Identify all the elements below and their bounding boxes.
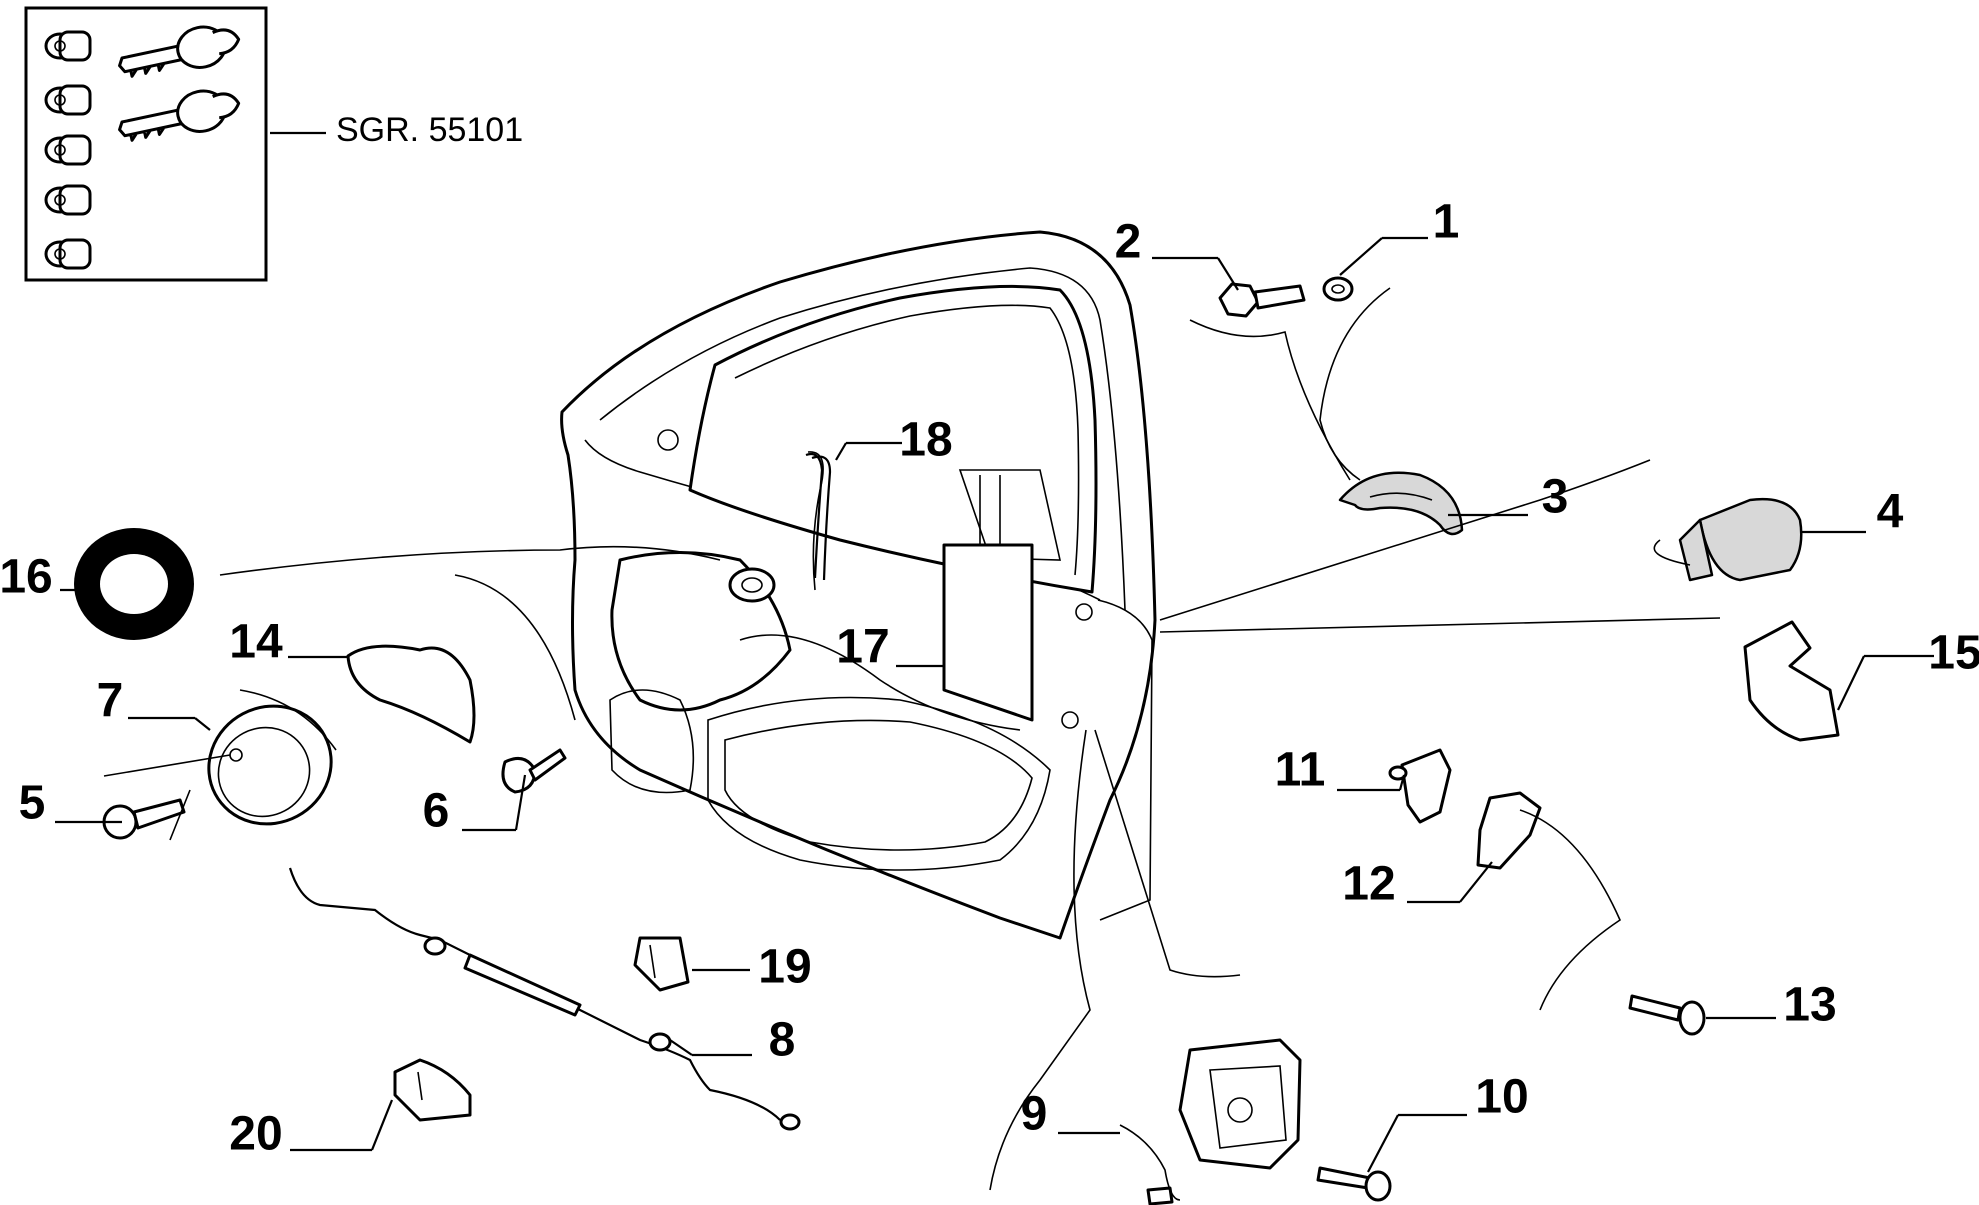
guide-line-door-4 [1159,459,1651,621]
inset-reference-label: SGR. 55101 [336,111,523,149]
screw-part-13 [1628,994,1706,1036]
guide-line-14 [454,574,576,721]
clip-part-20 [393,1058,472,1122]
key-icon [118,25,241,142]
callout-7: 7 [97,675,124,728]
lock-set-inset: SGR. 55101 [24,6,523,282]
rod-cable-part [288,867,801,1131]
callout-labels: 1 2 3 4 5 6 7 8 9 10 11 12 13 14 15 16 1… [0,196,1979,1161]
callout-12: 12 [1342,858,1395,911]
door-check-part [1338,471,1464,536]
bracket-part [1743,620,1840,742]
lock-cylinder-icon [44,30,92,270]
washer-part [1322,276,1354,302]
handle-bezel-part [207,689,337,826]
guide-line-door-9 [989,729,1091,1191]
hose-part-18 [805,452,832,581]
callout-11: 11 [1275,744,1326,797]
hex-bolt-part [1218,282,1306,318]
callout-3: 3 [1542,471,1569,524]
callout-16: 16 [0,551,53,604]
callout-10: 10 [1475,1071,1528,1124]
callout-13: 13 [1783,979,1836,1032]
callout-6: 6 [423,785,450,838]
guide-line-door-latch [1094,729,1241,978]
guide-line-16 [219,545,721,576]
callout-5: 5 [19,777,46,830]
callout-20: 20 [229,1108,282,1161]
callout-15: 15 [1928,627,1979,680]
trim-part-17 [942,543,1034,722]
clip-part-19 [633,936,690,992]
guide-line-door-15 [1159,617,1721,633]
bolt-part-10 [1316,1166,1392,1202]
seal-ring-part [74,528,194,640]
door-panel [560,230,1157,940]
lock-latch-part [1119,1038,1302,1205]
latch-plate-part-12 [1476,791,1542,870]
guide-line-12-13 [1519,809,1622,1011]
lock-cylinder-part [1653,497,1803,582]
latch-plate-part-11 [1388,748,1452,824]
screw-part-5 [102,798,186,840]
callout-18: 18 [899,414,952,467]
guide-line-5-7 [103,754,231,841]
callout-17: 17 [836,621,889,674]
callout-1: 1 [1433,196,1460,249]
push-pin-part [501,748,567,794]
guide-line-1-3 [1319,287,1391,481]
callout-14: 14 [229,616,283,669]
callout-8: 8 [769,1014,796,1067]
callout-2: 2 [1115,216,1142,269]
guide-line-2-3 [1189,319,1351,481]
inner-handle-part [346,644,476,744]
callout-9: 9 [1021,1088,1048,1141]
leader-lines [55,236,1934,1173]
callout-19: 19 [758,941,811,994]
callout-4: 4 [1877,486,1904,539]
